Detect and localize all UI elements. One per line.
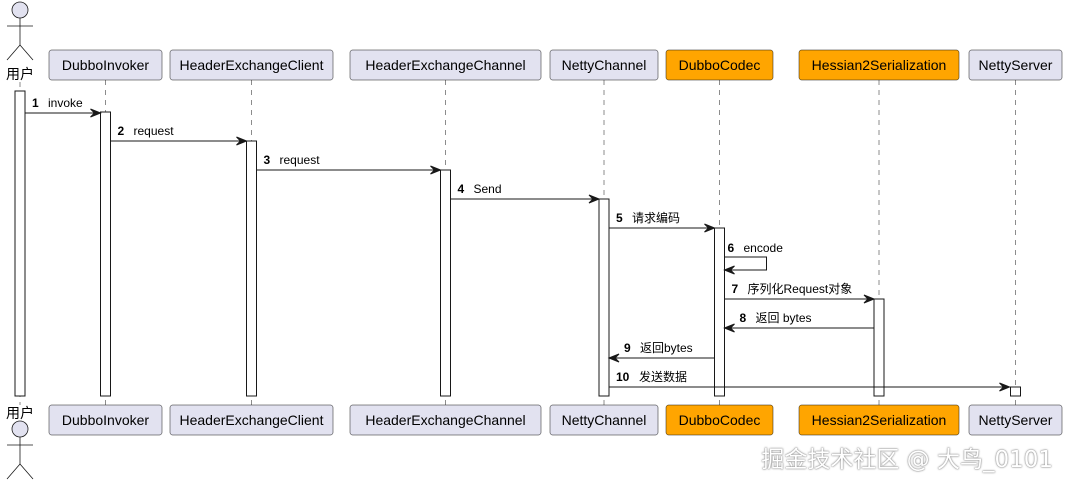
participant-box-netty_channel-bottom xyxy=(549,404,659,436)
message-label-8: 返回 bytes xyxy=(756,311,812,325)
arrowhead-icon-6 xyxy=(723,265,735,275)
message-number-4: 4 xyxy=(458,182,465,196)
message-line-6 xyxy=(724,256,767,271)
actor-leg-left-top xyxy=(6,44,21,61)
message-label-2: request xyxy=(134,124,175,138)
message-number-9: 9 xyxy=(624,341,631,355)
participant-box-hessian2_serialization-top xyxy=(798,49,960,81)
participant-box-header_exchange_client-bottom xyxy=(169,404,334,436)
participant-box-dubbo_codec-top xyxy=(665,49,774,81)
message-label-5: 请求编码 xyxy=(632,210,680,225)
message-label-9: 返回bytes xyxy=(640,341,693,355)
arrowhead-icon-1 xyxy=(90,108,102,118)
participant-box-hessian2_serialization-bottom xyxy=(798,404,960,436)
message-label-7: 序列化Request对象 xyxy=(748,281,853,296)
participant-label-header_exchange_client-top: HeaderExchangeClient xyxy=(180,57,324,73)
watermark: 掘金技术社区 @ 大鸟_0101 xyxy=(761,447,1053,473)
message-number-10: 10 xyxy=(616,370,630,384)
message-number-7: 7 xyxy=(732,282,739,296)
arrowhead-icon-3 xyxy=(430,165,442,175)
message-label-4: Send xyxy=(474,182,502,196)
participant-box-netty_server-bottom xyxy=(968,404,1063,436)
participant-label-netty_channel-top: NettyChannel xyxy=(562,57,647,73)
participant-box-header_exchange_client-top xyxy=(169,49,334,81)
participant-label-header_exchange_channel-bottom: HeaderExchangeChannel xyxy=(365,412,525,428)
message-number-1: 1 xyxy=(32,96,39,110)
message-number-3: 3 xyxy=(264,153,271,167)
message-number-5: 5 xyxy=(616,211,623,225)
message-label-3: request xyxy=(280,153,321,167)
participant-box-header_exchange_channel-bottom xyxy=(349,404,542,436)
activation-hessian2_serialization xyxy=(873,298,885,397)
participant-box-netty_server-top xyxy=(968,49,1063,81)
arrowhead-icon-5 xyxy=(704,223,716,233)
activation-header_exchange_client xyxy=(246,140,257,397)
actor-head-icon-top xyxy=(11,1,29,19)
actor-leg-right-bottom xyxy=(19,463,34,480)
activation-dubbo_invoker xyxy=(100,111,111,397)
actor-head-icon-bottom xyxy=(11,420,29,438)
activation-dubbo_codec xyxy=(714,227,725,397)
participant-label-netty_channel-bottom: NettyChannel xyxy=(562,412,647,428)
activation-netty_channel xyxy=(598,198,610,397)
participant-label-header_exchange_channel-top: HeaderExchangeChannel xyxy=(365,57,525,73)
message-label-1: invoke xyxy=(48,96,83,110)
actor-label-bottom: 用户 xyxy=(6,405,34,421)
participant-label-hessian2_serialization-top: Hessian2Serialization xyxy=(812,57,947,73)
arrowhead-icon-7 xyxy=(863,294,876,304)
participant-box-dubbo_codec-bottom xyxy=(665,404,774,436)
message-number-8: 8 xyxy=(740,311,747,325)
activation-user xyxy=(14,90,26,397)
arrowhead-icon-8 xyxy=(723,323,735,333)
actor-leg-left-bottom xyxy=(6,463,21,480)
message-number-6: 6 xyxy=(728,241,735,255)
participant-box-netty_channel-top xyxy=(549,49,659,81)
arrowhead-icon-10 xyxy=(999,382,1011,392)
actor-label-top: 用户 xyxy=(6,66,34,82)
message-label-6: encode xyxy=(744,241,784,255)
participant-label-dubbo_codec-top: DubboCodec xyxy=(679,57,761,73)
message-number-2: 2 xyxy=(118,124,125,138)
participant-box-header_exchange_channel-top xyxy=(349,49,542,81)
arrowhead-icon-9 xyxy=(607,353,620,363)
participant-label-dubbo_codec-bottom: DubboCodec xyxy=(679,412,761,428)
participant-label-netty_server-bottom: NettyServer xyxy=(979,412,1053,428)
activation-header_exchange_channel xyxy=(440,169,451,397)
participant-box-dubbo_invoker-top xyxy=(48,49,163,81)
arrowhead-icon-2 xyxy=(236,136,248,146)
actor-leg-right-top xyxy=(19,44,34,61)
participant-label-dubbo_invoker-bottom: DubboInvoker xyxy=(62,412,150,428)
activation-netty_server xyxy=(1010,386,1021,397)
message-label-10: 发送数据 xyxy=(639,369,687,384)
participant-box-dubbo_invoker-bottom xyxy=(48,404,163,436)
participant-label-hessian2_serialization-bottom: Hessian2Serialization xyxy=(812,412,947,428)
arrowhead-icon-4 xyxy=(588,194,601,204)
participant-label-netty_server-top: NettyServer xyxy=(979,57,1053,73)
participant-label-header_exchange_client-bottom: HeaderExchangeClient xyxy=(180,412,324,428)
participant-label-dubbo_invoker-top: DubboInvoker xyxy=(62,57,150,73)
